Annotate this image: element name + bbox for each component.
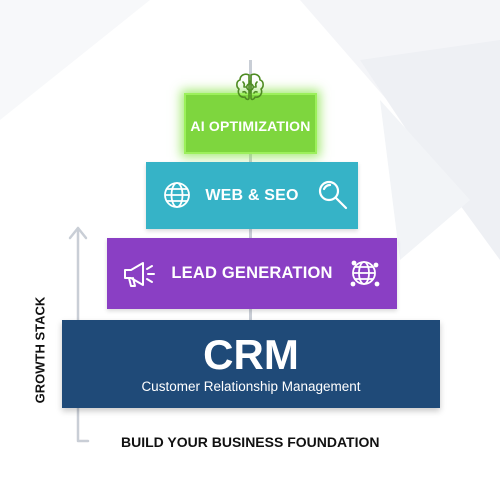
crm-title: CRM [203,330,299,378]
connector-ai-web [249,154,252,162]
growth-stack-label: GROWTH STACK [32,296,48,404]
tier-lead-label: LEAD GENERATION [171,264,333,282]
up-arrow-icon [68,226,90,443]
foundation-caption: BUILD YOUR BUSINESS FOUNDATION [121,434,380,450]
crm-subtitle: Customer Relationship Management [141,378,361,394]
tier-crm: CRM Customer Relationship Management [62,320,440,408]
tier-ai-label: AI OPTIMIZATION [190,117,311,134]
megaphone-icon [124,262,155,287]
magnifier-icon [318,180,348,210]
tier-web-label: WEB & SEO [205,186,299,204]
brain-icon [236,73,264,101]
tier-lead-generation: LEAD GENERATION [107,238,397,309]
network-globe-icon [350,260,380,287]
connector-web-lead [249,229,252,238]
globe-icon [164,182,190,208]
connector-lead-crm [249,309,252,320]
